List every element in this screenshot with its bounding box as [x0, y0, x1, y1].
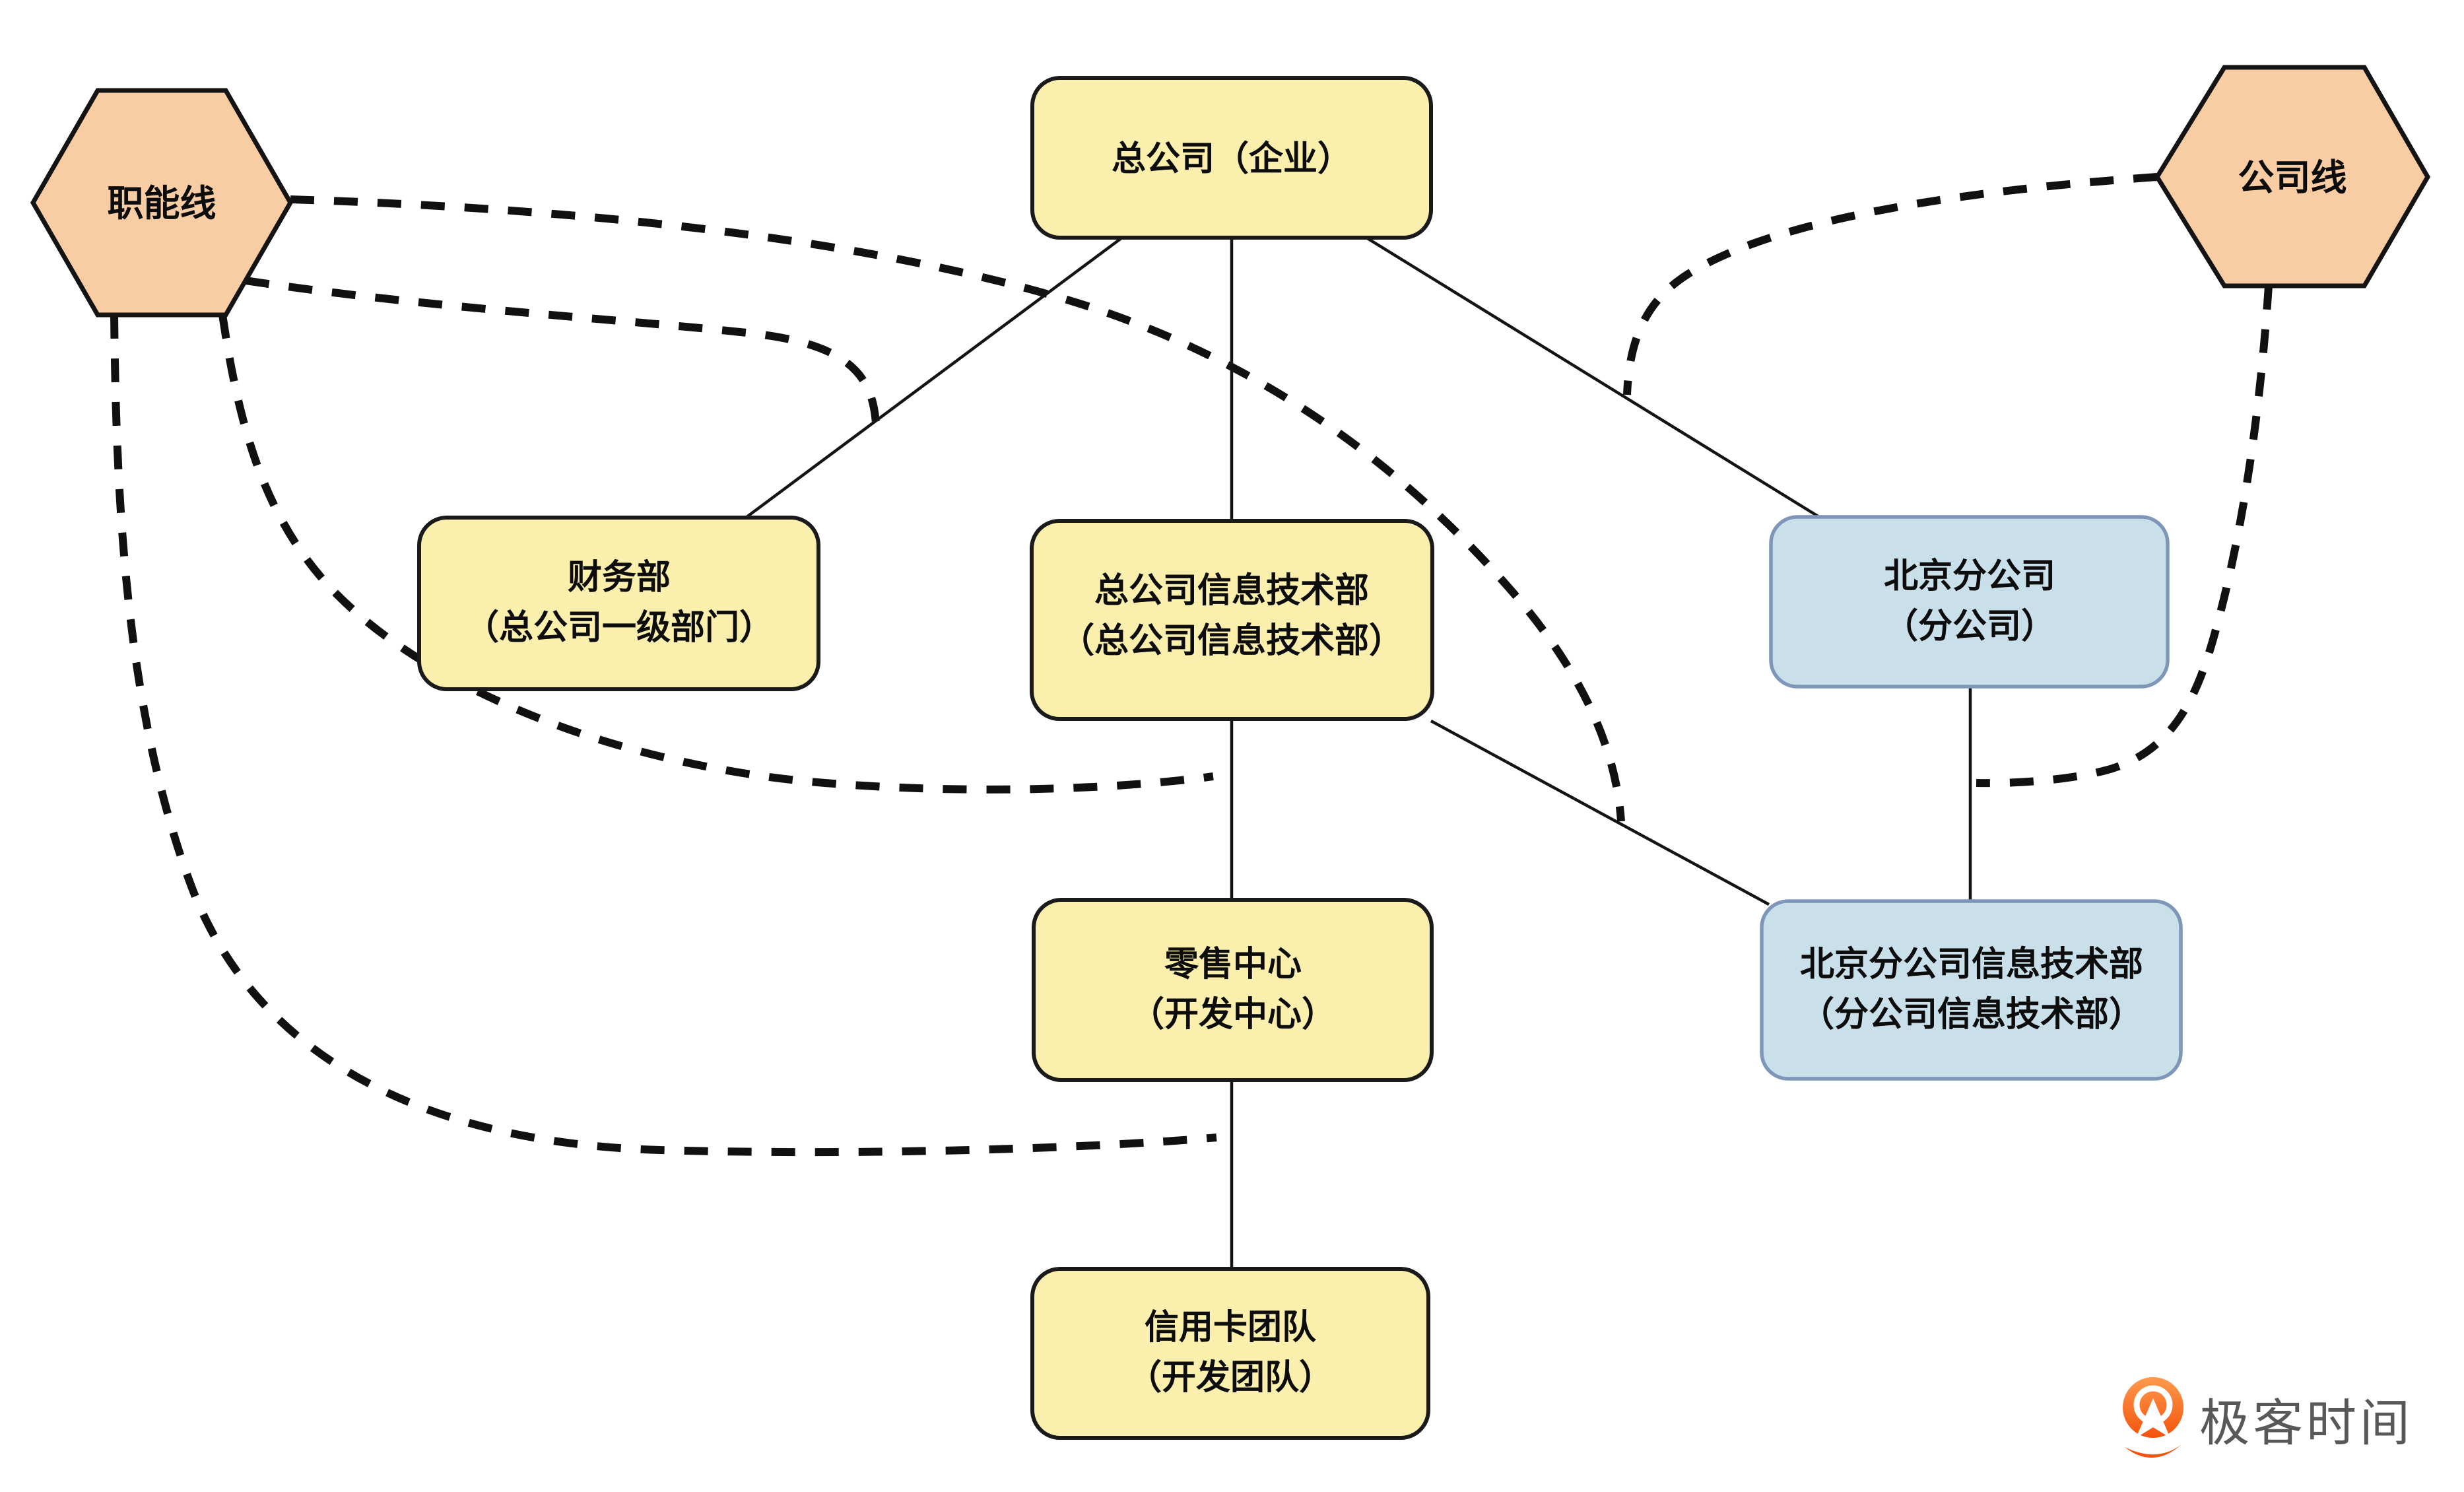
node-hq-box [1030, 76, 1433, 240]
node-bj-branch-label-line2: （分公司） [1884, 607, 2055, 646]
node-bj-branch-label-line1: 北京分公司 [1884, 557, 2055, 595]
functional-line-leader-to-hq-it-bj-it-edge [290, 195, 1625, 822]
edge-hq-finance [745, 236, 1123, 519]
legend-company-line: 公司线 [2154, 65, 2431, 288]
edge-hq-it-bj-it [1430, 720, 1770, 906]
company-line-hexagon [2154, 65, 2431, 288]
node-retail: 零售中心 （开发中心） [1032, 898, 1434, 1082]
functional-line-leader-to-retail-credit-card-edge [110, 314, 1217, 1157]
node-finance-label-line1: 财务部 [568, 559, 671, 597]
functional-line-leader-to-hq-finance-edge [245, 277, 880, 424]
dashed-leader-lines [110, 173, 2273, 1157]
node-retail-label-line1: 零售中心 [1164, 945, 1302, 984]
node-hq-label: 总公司（企业） [1112, 140, 1352, 178]
node-hq-it: 总公司信息技术部 （总公司信息技术部） [1030, 519, 1434, 721]
legend-functional-line: 职能线 [30, 88, 294, 318]
geektime-logo-text: 极客时间 [2199, 1396, 2413, 1452]
node-hq: 总公司（企业） [1030, 76, 1433, 240]
pin-icon-swoosh [2125, 1444, 2181, 1458]
pin-icon-notch [2136, 1398, 2170, 1438]
company-line-leader-to-bj-branch-bj-it-edge [1976, 285, 2273, 788]
geektime-pin-icon [2122, 1377, 2183, 1458]
node-bj-branch: 北京分公司 （分公司） [1769, 515, 2170, 689]
node-bj-it: 北京分公司信息技术部 （分公司信息技术部） [1760, 899, 2183, 1081]
node-finance-label-line2: （总公司一级部门） [465, 609, 774, 647]
company-line-label: 公司线 [2238, 157, 2347, 198]
node-bj-branch-box [1769, 515, 2170, 689]
node-finance-box [417, 516, 820, 691]
node-credit-card-label-line1: 信用卡团队 [1145, 1308, 1317, 1347]
node-hq-it-label-line2: （总公司信息技术部） [1060, 622, 1403, 660]
node-credit-card-label-line2: （开发团队） [1127, 1359, 1333, 1397]
functional-line-label: 职能线 [107, 183, 216, 224]
functional-line-hexagon [30, 88, 294, 318]
node-credit-card: 信用卡团队 （开发团队） [1030, 1267, 1430, 1440]
node-hq-it-box [1030, 519, 1434, 721]
geektime-logo: 极客时间 [2122, 1377, 2413, 1458]
node-finance: 财务部 （总公司一级部门） [417, 516, 820, 691]
node-credit-card-box [1030, 1267, 1430, 1440]
solid-hierarchy-edges [745, 236, 1972, 1269]
edge-hq-bj-branch [1365, 236, 1820, 518]
node-bj-it-box [1760, 899, 2183, 1081]
node-bj-it-label-line1: 北京分公司信息技术部 [1800, 945, 2143, 984]
functional-line-leader-to-hq-it-retail-edge [218, 314, 1214, 794]
node-retail-label-line2: （开发中心） [1130, 996, 1336, 1034]
node-hq-it-label-line1: 总公司信息技术部 [1094, 572, 1369, 610]
node-retail-box [1032, 898, 1434, 1082]
node-bj-it-label-line2: （分公司信息技术部） [1800, 996, 2143, 1034]
company-line-leader-to-hq-bj-branch-edge [1623, 173, 2158, 395]
